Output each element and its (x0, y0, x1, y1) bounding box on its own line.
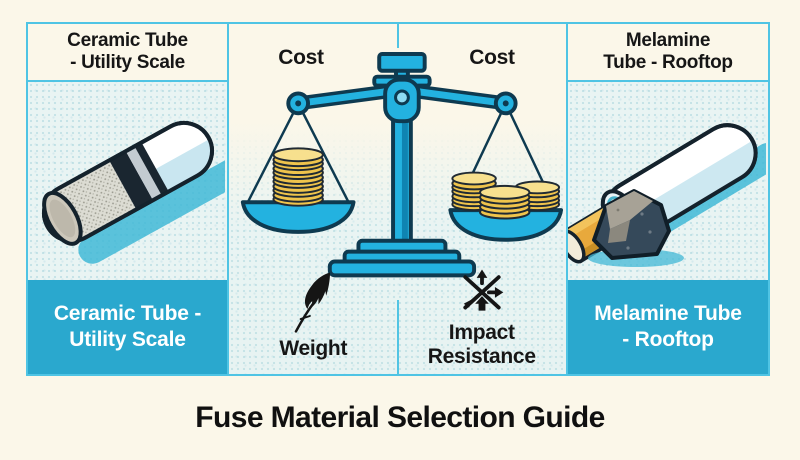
right-panel: Melamine Tube - Rooftop (568, 24, 768, 374)
weight-label: Weight (279, 336, 348, 360)
impact-arrows-icon (463, 269, 504, 311)
left-band-line1: Ceramic Tube - (53, 301, 202, 325)
left-panel-header: Ceramic Tube - Utility Scale (28, 24, 227, 82)
criteria-divider (396, 300, 399, 374)
left-panel: Ceramic Tube - Utility Scale (28, 24, 227, 374)
right-header-line1: Melamine (625, 29, 711, 51)
cost-label-left: Cost (278, 46, 324, 69)
right-band-line1: Melamine Tube (594, 301, 742, 325)
left-band-line2: Utility Scale (69, 328, 186, 351)
selection-guide-frame: Ceramic Tube - Utility Scale (26, 22, 770, 376)
impact-label-line1: Impact (448, 320, 515, 344)
comparison-panel: Cost Cost (227, 24, 568, 374)
right-header-line2: Tube - Rooftop (603, 52, 733, 73)
right-panel-header: Melamine Tube - Rooftop (568, 24, 768, 82)
right-band-line2: - Rooftop (622, 328, 714, 351)
left-header-line2: - Utility Scale (70, 52, 185, 73)
criteria-row: Weight Impact Resistance (229, 268, 566, 374)
melamine-tube-illustration (568, 82, 768, 280)
impact-criterion: Impact Resistance (398, 268, 567, 374)
ceramic-tube-illustration (28, 82, 227, 280)
page-title: Fuse Material Selection Guide (195, 401, 605, 434)
left-panel-band: Ceramic Tube - Utility Scale (28, 280, 227, 374)
right-panel-band: Melamine Tube - Rooftop (568, 280, 768, 374)
feather-icon (294, 272, 331, 333)
balance-scale-icon (240, 52, 564, 278)
melamine-tube-and-rock-icon (568, 123, 766, 267)
weight-criterion: Weight (229, 268, 398, 374)
ceramic-fuse-tube-icon (42, 120, 225, 264)
impact-label-line2: Resistance (427, 344, 536, 368)
top-divider-tick (396, 24, 399, 48)
cost-label-right: Cost (469, 46, 515, 69)
left-header-line1: Ceramic Tube (67, 29, 188, 51)
